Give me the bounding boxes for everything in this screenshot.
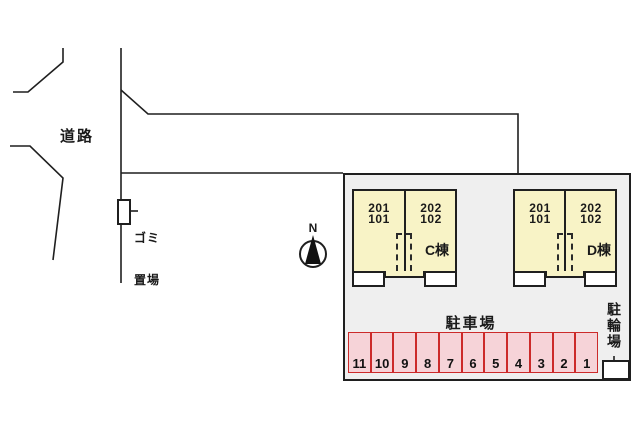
- trash-area-box: [117, 199, 131, 225]
- building-d-porch-right: [584, 271, 617, 287]
- building-c-porch-left: [352, 271, 385, 287]
- building-d-unit-left: 201 101: [515, 201, 565, 226]
- road-label: 道路: [60, 128, 95, 145]
- bicycle-area-box: [602, 360, 630, 380]
- unit-number: 101: [368, 211, 390, 226]
- building-d-unit-right: 202 102: [566, 201, 616, 226]
- parking-space: 11: [348, 332, 371, 373]
- unit-number: 102: [580, 211, 602, 226]
- parking-space: 6: [461, 332, 485, 373]
- building-d-entrance: [545, 271, 585, 278]
- parking-space: 1: [575, 332, 599, 373]
- building-d-porch-left: [513, 271, 546, 287]
- building-d-stairwell: [557, 233, 573, 271]
- unit-number: 101: [529, 211, 551, 226]
- building-c-unit-left: 201 101: [354, 201, 404, 226]
- trash-area-label: ゴミ 置場: [134, 203, 160, 315]
- unit-number: 201: [529, 201, 551, 215]
- building-c-unit-right: 202 102: [406, 201, 456, 226]
- building-c-porch-right: [424, 271, 457, 287]
- building-d-name: D棟: [586, 242, 612, 258]
- parking-row: 11 10 9 8 7 6 5 4 3 2 1: [348, 332, 599, 373]
- trash-label-line1: ゴミ: [134, 231, 161, 245]
- parking-space: 7: [438, 332, 462, 373]
- unit-number: 201: [368, 201, 390, 215]
- parking-space: 8: [416, 332, 439, 373]
- parking-space: 5: [484, 332, 508, 373]
- road-left-edge-bottom: [10, 145, 64, 261]
- building-c-divider: [404, 191, 406, 271]
- parcel-top-outline: [120, 89, 519, 174]
- parking-space: 3: [529, 332, 553, 373]
- parking-space: 2: [552, 332, 576, 373]
- building-d-divider: [564, 191, 566, 271]
- unit-number: 202: [580, 201, 602, 215]
- north-label: N: [308, 221, 318, 235]
- north-arrow-icon: [299, 235, 327, 268]
- bicycle-label: 駐輪場: [606, 302, 622, 350]
- building-c-stairwell: [396, 233, 412, 271]
- parking-label: 駐車場: [445, 315, 497, 332]
- building-c-name: C棟: [424, 242, 450, 258]
- unit-number: 202: [420, 201, 442, 215]
- unit-number: 102: [420, 211, 442, 226]
- parking-space: 4: [507, 332, 530, 373]
- building-c-entrance: [384, 271, 425, 278]
- road-left-edge-top: [13, 48, 64, 93]
- parking-space: 9: [393, 332, 417, 373]
- parking-space: 10: [370, 332, 394, 373]
- trash-label-line2: 置場: [134, 273, 161, 287]
